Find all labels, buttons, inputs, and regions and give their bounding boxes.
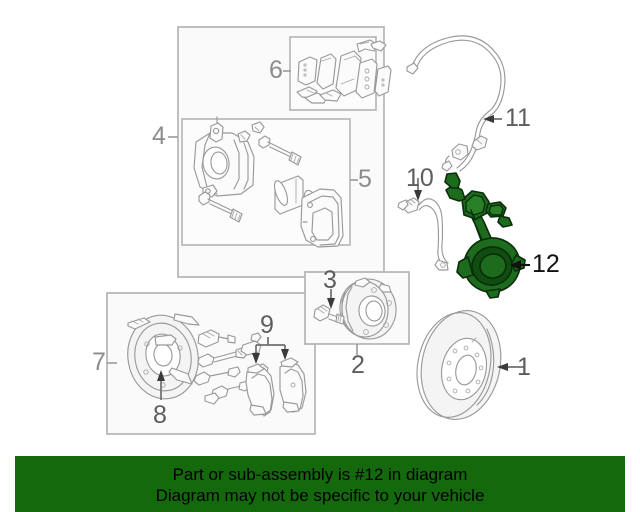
callout-2: 2 <box>351 351 365 379</box>
part-brake-rotor <box>416 310 502 420</box>
caption-banner: Part or sub-assembly is #12 in diagram D… <box>15 456 625 512</box>
part-brake-pad-kit <box>296 39 392 104</box>
callout-10: 10 <box>406 164 434 192</box>
part-wheel-speed-sensor-highlighted <box>444 172 526 299</box>
callout-3: 3 <box>323 266 337 294</box>
leader-9 <box>252 337 289 364</box>
part-brake-hose <box>397 197 449 271</box>
callout-12: 12 <box>532 250 560 278</box>
leader-10 <box>414 178 422 201</box>
leader-8 <box>157 370 165 400</box>
leader-3 <box>327 289 335 309</box>
part-backing-plate-group <box>127 313 307 417</box>
caption-line-1: Part or sub-assembly is #12 in diagram <box>172 465 468 484</box>
caption-line-2: Diagram may not be specific to your vehi… <box>155 486 485 505</box>
leader-12 <box>510 260 530 270</box>
callout-11: 11 <box>505 104 531 132</box>
leader-11 <box>483 115 502 123</box>
callout-4: 4 <box>152 122 166 150</box>
part-wheel-hub-assembly <box>313 277 397 340</box>
callout-7: 7 <box>92 348 106 376</box>
callout-6: 6 <box>269 56 283 84</box>
callout-8: 8 <box>153 401 167 429</box>
callout-9: 9 <box>260 311 274 339</box>
part-brake-caliper <box>193 116 344 248</box>
callout-1: 1 <box>517 353 531 381</box>
part-abs-sensor-wire <box>406 35 506 172</box>
leader-1 <box>497 363 524 371</box>
callout-5: 5 <box>358 165 372 193</box>
